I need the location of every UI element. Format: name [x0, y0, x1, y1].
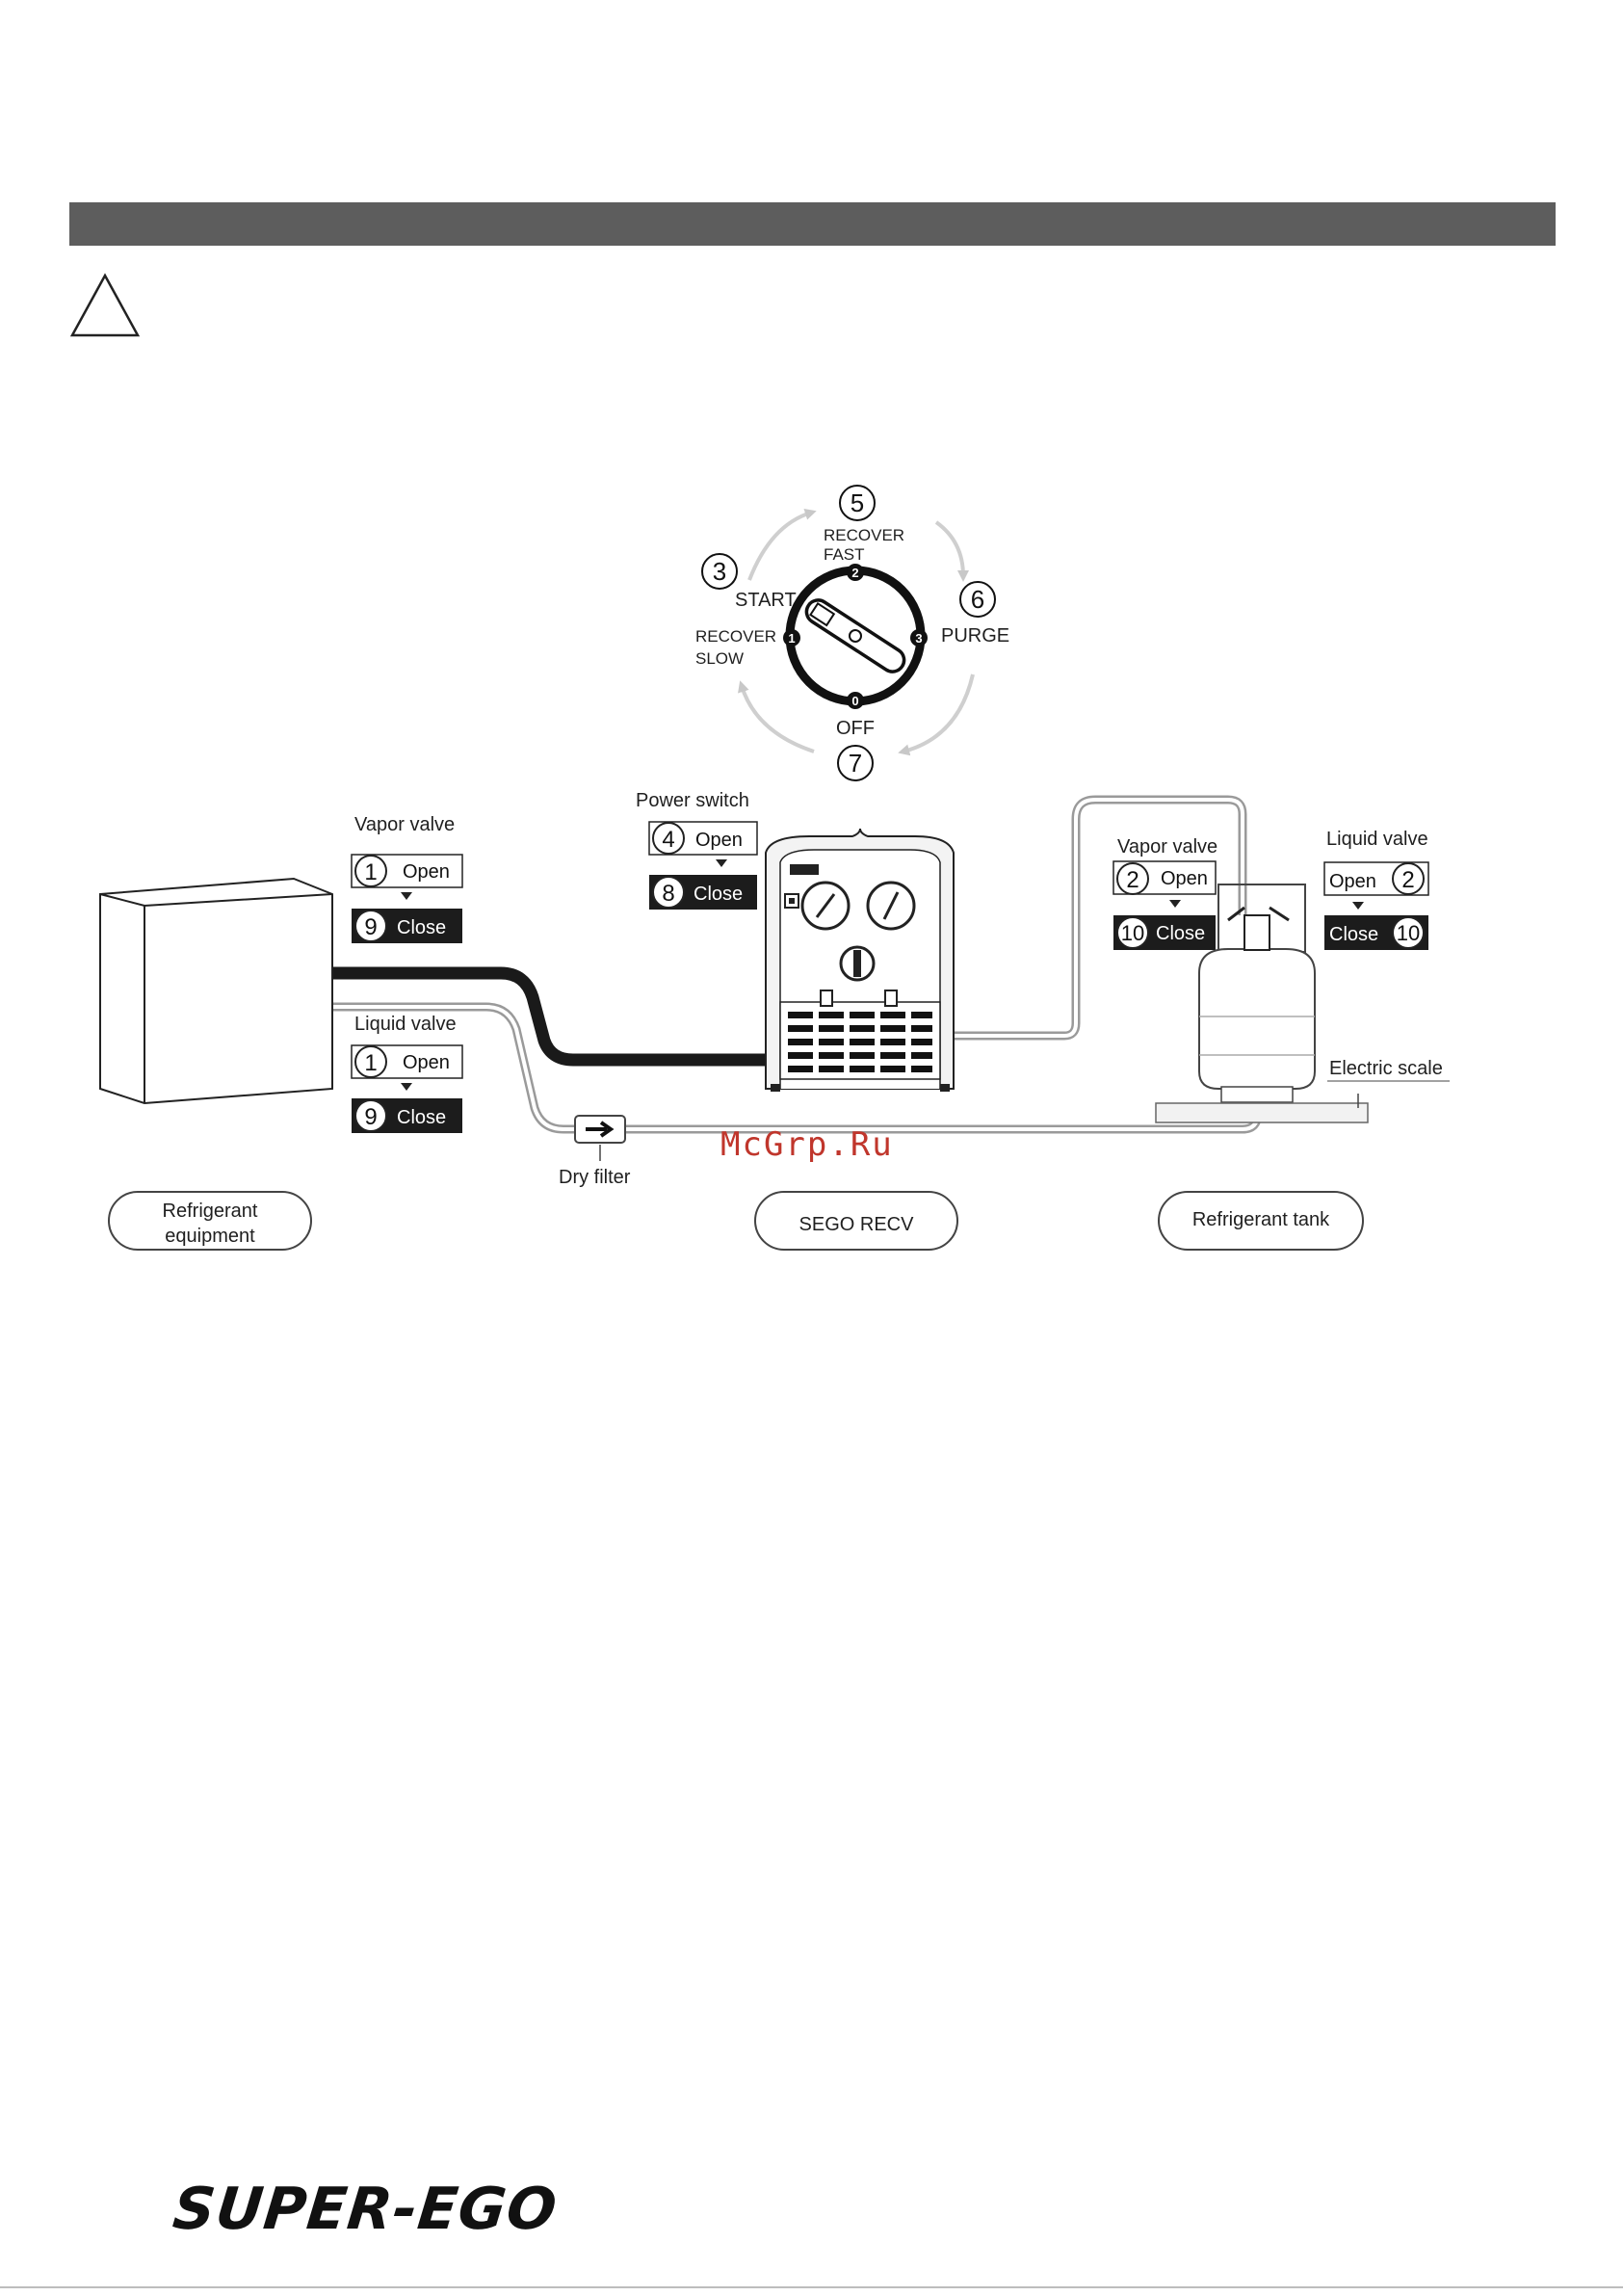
recover-fast-label-2: FAST — [824, 545, 865, 564]
svg-text:Close: Close — [397, 1107, 446, 1128]
svg-text:Close: Close — [1329, 924, 1378, 945]
svg-text:1: 1 — [364, 859, 377, 885]
dial-arrow-off-to-slow — [742, 686, 814, 752]
step-5-badge: 5 — [840, 486, 875, 520]
tank-vapor-valve: Vapor valve 2 Open 10 Close — [1113, 836, 1217, 950]
electric-scale-label: Electric scale — [1329, 1058, 1443, 1079]
equipment-vapor-valve-title: Vapor valve — [354, 814, 455, 835]
svg-text:SEGO RECV: SEGO RECV — [799, 1214, 915, 1235]
dial-position-3: 3 — [910, 629, 928, 647]
label-sego-recv: SEGO RECV — [755, 1192, 957, 1250]
equipment-liquid-valve-title: Liquid valve — [354, 1014, 457, 1035]
sego-recv-machine — [766, 829, 954, 1092]
equipment-vapor-valve: Vapor valve 1 Open 9 Close — [352, 814, 462, 943]
svg-text:Close: Close — [1156, 923, 1205, 944]
svg-text:5: 5 — [851, 488, 864, 517]
svg-text:Refrigerant tank: Refrigerant tank — [1192, 1209, 1330, 1230]
svg-text:9: 9 — [364, 914, 377, 940]
svg-text:10: 10 — [1121, 921, 1144, 945]
label-refrigerant-tank: Refrigerant tank — [1159, 1192, 1363, 1250]
svg-text:1: 1 — [788, 631, 795, 646]
svg-text:0: 0 — [851, 694, 858, 708]
svg-text:Open: Open — [1329, 871, 1376, 892]
recover-slow-label-1: RECOVER — [695, 627, 776, 646]
step-6-badge: 6 — [960, 582, 995, 617]
svg-text:4: 4 — [662, 827, 674, 853]
svg-text:2: 2 — [1401, 867, 1414, 893]
dial-position-2: 2 — [847, 564, 864, 581]
svg-text:3: 3 — [713, 557, 726, 586]
svg-text:8: 8 — [662, 881, 674, 907]
rotary-dial: 2 1 3 0 5 RECOVER FAST 3 — [695, 486, 1009, 780]
purge-label: PURGE — [941, 625, 1009, 647]
tank-vapor-valve-title: Vapor valve — [1117, 836, 1217, 858]
start-label: START — [735, 590, 797, 611]
tank-liquid-valve: Liquid valve Open 2 Close 10 — [1324, 829, 1428, 950]
step-3-badge: 3 — [702, 554, 737, 589]
equipment-liquid-valve: Liquid valve 1 Open 9 Close — [352, 1014, 462, 1133]
refrigerant-equipment-label-2: equipment — [165, 1226, 255, 1247]
dial-position-1: 1 — [783, 629, 800, 647]
super-ego-logo: SUPER-EGO — [170, 2176, 561, 2243]
dial-arrow-purge-to-off — [903, 674, 973, 752]
svg-text:7: 7 — [849, 749, 862, 778]
svg-text:Close: Close — [694, 884, 743, 905]
svg-text:Open: Open — [1161, 868, 1208, 889]
step-7-badge: 7 — [838, 746, 873, 780]
dial-position-0: 0 — [847, 692, 864, 709]
recover-fast-label-1: RECOVER — [824, 526, 904, 544]
svg-text:10: 10 — [1397, 921, 1420, 945]
recover-slow-label-2: SLOW — [695, 649, 744, 668]
dry-filter-label: Dry filter — [559, 1167, 631, 1188]
svg-text:9: 9 — [364, 1104, 377, 1130]
refrigerant-tank — [1199, 884, 1315, 1102]
tank-liquid-valve-title: Liquid valve — [1326, 829, 1428, 850]
svg-text:2: 2 — [851, 566, 858, 580]
power-switch: Power switch 4 Open 8 Close — [636, 790, 757, 910]
svg-text:1: 1 — [364, 1050, 377, 1076]
watermark-text: McGrp.Ru — [720, 1125, 894, 1164]
dial-arrow-fast-to-purge — [936, 522, 963, 576]
refrigerant-equipment-box — [100, 879, 332, 1103]
svg-text:Close: Close — [397, 917, 446, 938]
off-label: OFF — [836, 718, 875, 739]
svg-text:Open: Open — [695, 830, 743, 851]
svg-text:2: 2 — [1126, 867, 1139, 893]
refrigerant-equipment-label-1: Refrigerant — [163, 1201, 258, 1222]
label-refrigerant-equipment: Refrigerant equipment — [109, 1192, 311, 1250]
svg-text:3: 3 — [915, 631, 922, 646]
svg-text:6: 6 — [971, 585, 984, 614]
bottom-rule — [0, 2286, 1623, 2288]
svg-text:Open: Open — [403, 1052, 450, 1073]
dial-arrow-start-to-fast — [749, 513, 811, 580]
power-switch-title: Power switch — [636, 790, 749, 811]
svg-text:Open: Open — [403, 861, 450, 883]
